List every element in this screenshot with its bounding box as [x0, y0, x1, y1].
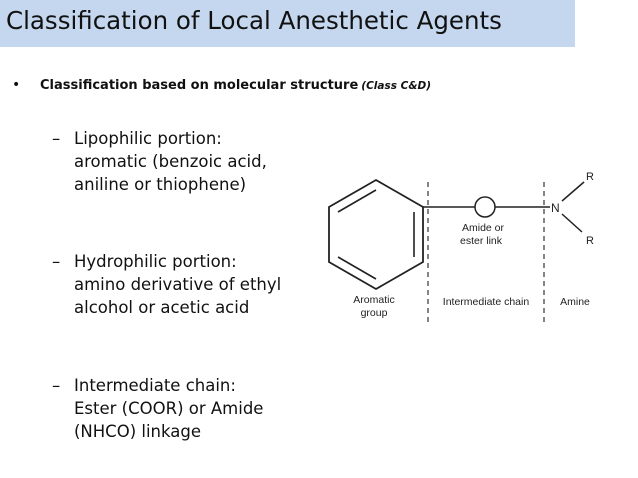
aromatic-label-line1: Aromatic — [353, 294, 394, 306]
subpoint-line: alcohol or acetic acid — [74, 298, 250, 317]
subpoint-line: Intermediate chain: — [74, 376, 236, 395]
link-label-line1: Amide or — [462, 222, 505, 234]
bullet-dot: • — [12, 77, 21, 93]
subpoint-line: Hydrophilic portion: — [74, 252, 237, 271]
r-group-bottom-label: R — [586, 235, 594, 247]
main-bullet-label: Classification based on molecular struct… — [40, 78, 359, 93]
amine-label: Amine — [560, 296, 590, 308]
amide-ester-link-marker — [474, 196, 496, 218]
subpoint-line: Lipophilic portion: — [74, 129, 222, 148]
ring-double-bond — [337, 189, 377, 213]
link-label-line2: ester link — [460, 235, 503, 247]
dash-marker: – — [52, 376, 61, 395]
main-bullet-text: Classification based on molecular struct… — [40, 78, 431, 93]
r-group-top-label: R — [586, 171, 594, 183]
subpoint-line: (NHCO) linkage — [74, 422, 202, 441]
dash-marker: – — [52, 129, 61, 148]
main-bullet-note: (Class C&D) — [361, 80, 432, 92]
subpoint-line: amino derivative of ethyl — [74, 275, 282, 294]
nitrogen-label: N — [551, 201, 560, 215]
ring-double-bond — [337, 256, 377, 280]
subpoint-line: Ester (COOR) or Amide — [74, 399, 264, 418]
molecular-structure-diagram: N R R Amide or ester link Aromatic group… — [328, 171, 594, 322]
benzene-ring — [328, 178, 424, 291]
amine-bond-top — [561, 181, 585, 202]
amine-bond-bottom — [561, 213, 583, 233]
title-bar: Classification of Local Anesthetic Agent… — [0, 0, 575, 47]
slide-title: Classification of Local Anesthetic Agent… — [6, 6, 502, 35]
aromatic-label-line2: group — [361, 307, 388, 319]
subpoint-line: aniline or thiophene) — [74, 175, 247, 194]
dash-marker: – — [52, 252, 61, 271]
subpoint-line: aromatic (benzoic acid, — [74, 152, 267, 171]
intermediate-chain-label: Intermediate chain — [443, 296, 530, 308]
